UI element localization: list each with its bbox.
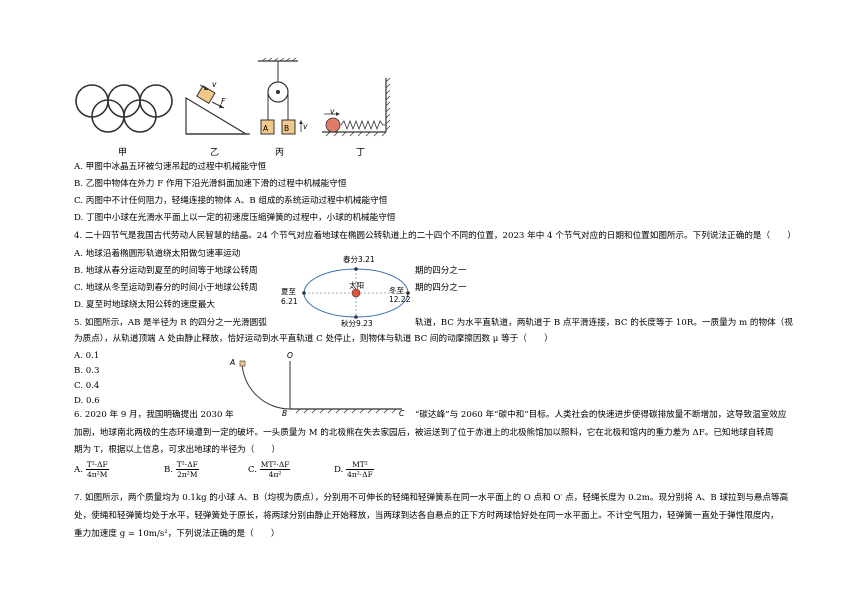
orbit-autumn-label: 秋分9.23 bbox=[341, 319, 373, 328]
q6-option-d: D. MT² 4π²·ΔF bbox=[334, 460, 374, 479]
yi-velocity-label: v bbox=[212, 80, 217, 89]
q6-option-b-numerator: T²·ΔF bbox=[175, 460, 199, 470]
q4-option-b-tail: 期的四分之一 bbox=[415, 266, 467, 276]
q4-option-b: B. 地球从春分运动到夏至的时间等于地球公转周 bbox=[74, 266, 258, 276]
orbit-sun-label: 太阳 bbox=[349, 281, 364, 290]
caption-yi: 乙 bbox=[210, 148, 220, 158]
q6-option-c-numerator: MT²·ΔF bbox=[259, 460, 291, 470]
caption-ding: 丁 bbox=[356, 148, 366, 158]
q6-option-c-formula: MT²·ΔF 4π² bbox=[259, 460, 291, 479]
q6-option-b-label: B. bbox=[164, 465, 174, 475]
q6-stem-right: “碳达峰”与 2060 年“碳中和”目标。人类社会的快速进步使得碳排放量不断增加… bbox=[415, 410, 787, 420]
arc-point-a: A bbox=[230, 358, 236, 367]
q6-stem-left: 6. 2020 年 9 月，我国明确提出 2030 年 bbox=[74, 410, 234, 420]
orbit-diagram bbox=[302, 267, 410, 319]
q6-option-c: C. MT²·ΔF 4π² bbox=[248, 460, 291, 479]
q6-option-d-denominator: 4π²·ΔF bbox=[347, 470, 373, 479]
q6-option-a-denominator: 4π²M bbox=[87, 470, 108, 479]
figure-jia-olympic-rings bbox=[75, 84, 173, 133]
q4-option-c-tail: 期的四分之一 bbox=[415, 283, 467, 293]
q5-option-b: B. 0.3 bbox=[74, 366, 100, 376]
q3-option-d: D. 丁图中小球在光滑水平面上以一定的初速度压缩弹簧的过程中，小球的机械能守恒 bbox=[74, 213, 396, 223]
q3-option-c: C. 丙图中不计任何阻力，轻绳连接的物体 A、B 组成的系统运动过程中机械能守恒 bbox=[74, 196, 388, 206]
bing-block-a-label: A bbox=[263, 124, 269, 133]
q4-stem: 4. 二十四节气是我国古代劳动人民智慧的结晶。24 个节气对应着地球在椭圆公转轨… bbox=[74, 231, 796, 241]
orbit-summer-label: 夏至 bbox=[281, 287, 296, 296]
q7-stem-line1: 7. 如图所示，两个质量均为 0.1kg 的小球 A、B（均视为质点），分别用不… bbox=[74, 493, 789, 503]
q6-option-d-formula: MT² 4π²·ΔF bbox=[346, 460, 374, 479]
q6-option-c-denominator: 4π² bbox=[268, 470, 282, 479]
q6-option-d-label: D. bbox=[334, 465, 344, 475]
orbit-winter-date: 12.22 bbox=[389, 295, 411, 304]
arc-point-o: O bbox=[287, 351, 293, 360]
q5-option-a: A. 0.1 bbox=[74, 351, 100, 361]
q6-option-b-formula: T²·ΔF 2π²M bbox=[175, 460, 199, 479]
q6-option-a-numerator: T²·ΔF bbox=[85, 460, 109, 470]
q4-option-d: D. 夏至时地球绕太阳公转的速度最大 bbox=[74, 300, 215, 310]
bing-block-b-label: B bbox=[284, 124, 290, 133]
figure-ding-spring bbox=[322, 77, 391, 137]
arc-point-c: C bbox=[399, 409, 405, 418]
caption-jia: 甲 bbox=[118, 148, 128, 158]
q6-option-b-denominator: 2π²M bbox=[177, 470, 198, 479]
caption-bing: 丙 bbox=[275, 148, 285, 158]
q3-option-a: A. 甲图中冰晶五环被匀速吊起的过程中机械能守恒 bbox=[74, 162, 267, 172]
figure-bing-pulley bbox=[258, 57, 303, 135]
q6-stem-line2: 加剧，地球南北两极的生态环境遭到一定的破坏。一头质量为 M 的北极熊在失去家园后… bbox=[74, 428, 774, 438]
q5-option-d: D. 0.6 bbox=[74, 396, 100, 406]
ding-velocity-label: v bbox=[330, 107, 335, 116]
q6-option-d-numerator: MT² bbox=[346, 460, 374, 470]
bing-velocity-label: v bbox=[303, 122, 308, 131]
q6-option-a-label: A. bbox=[74, 465, 83, 475]
q7-stem-line2: 处，使绳和轻弹簧均处于水平，轻弹簧处于原长，将两球分别由静止开始释放，当两球到达… bbox=[74, 511, 779, 521]
arc-point-b: B bbox=[282, 409, 288, 418]
q6-option-a: A. T²·ΔF 4π²M bbox=[74, 460, 109, 479]
orbit-summer-date: 6.21 bbox=[281, 297, 298, 306]
q5-stem-line2: 为质点），从轨道顶端 A 处由静止释放，恰好运动到水平直轨道 C 处停止，则物体… bbox=[74, 334, 553, 344]
q5-option-c: C. 0.4 bbox=[74, 381, 100, 391]
orbit-spring-label: 春分3.21 bbox=[343, 255, 375, 264]
q4-option-a: A. 地球沿着椭圆形轨道绕太阳做匀速率运动 bbox=[74, 249, 241, 259]
arc-track-diagram bbox=[239, 360, 402, 414]
orbit-winter-label: 冬至 bbox=[389, 286, 404, 295]
q6-option-b: B. T²·ΔF 2π²M bbox=[164, 460, 199, 479]
yi-force-label: F bbox=[221, 97, 226, 106]
q5-stem-right: 轨道，BC 为水平直轨道，两轨道于 B 点平滑连接，BC 的长度等于 10R。一… bbox=[415, 318, 793, 328]
figure-yi-incline bbox=[185, 84, 250, 135]
q3-option-b: B. 乙图中物体在外力 F 作用下沿光滑斜面加速下滑的过程中机械能守恒 bbox=[74, 179, 347, 189]
q4-option-c: C. 地球从冬至运动到春分的时间小于地球公转周 bbox=[74, 283, 258, 293]
q5-stem-left: 5. 如图所示，AB 是半径为 R 的四分之一光滑圆弧 bbox=[74, 318, 267, 328]
q6-option-a-formula: T²·ΔF 4π²M bbox=[85, 460, 109, 479]
q6-stem-line3: 期为 T，根据以上信息，可求出地球的半径为（ ） bbox=[74, 445, 281, 455]
q7-stem-line3: 重力加速度 g = 10m/s²，下列说法正确的是（ ） bbox=[74, 529, 280, 539]
q6-option-c-label: C. bbox=[248, 465, 258, 475]
